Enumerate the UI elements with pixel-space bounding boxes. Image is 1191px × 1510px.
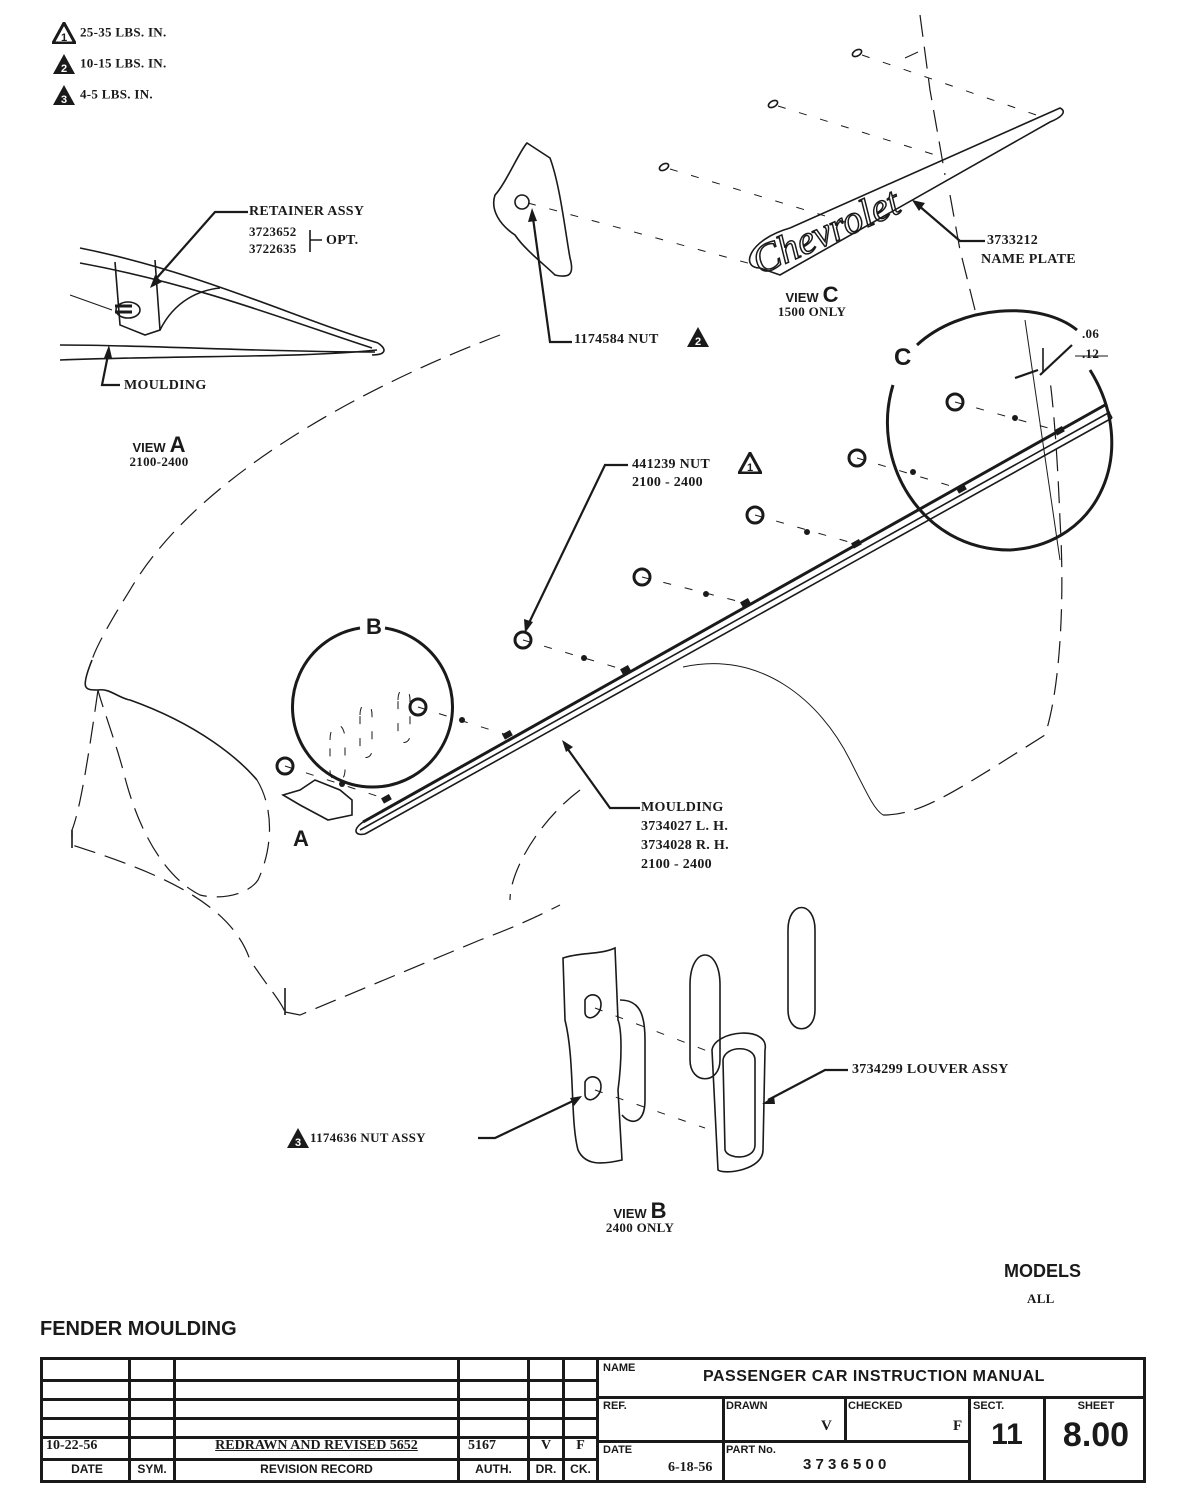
dimension-top: .06 (1082, 326, 1100, 341)
svg-text:3: 3 (295, 1137, 301, 1149)
retainer-assy-label: RETAINER ASSY (249, 204, 365, 219)
sect-label: SECT. (973, 1400, 1005, 1412)
moulding-lh-part: 3734027 L. H. (641, 819, 729, 834)
nut-441239-label: 441239 NUT (632, 457, 711, 472)
view-c-title: VIEW (785, 290, 819, 305)
view-c-caption: VIEW C 1500 ONLY (762, 282, 862, 320)
view-c-letter: C (822, 282, 839, 307)
nut-assy-1174636-label: 1174636 NUT ASSY (310, 1130, 426, 1145)
svg-text:1: 1 (61, 32, 67, 44)
models-value: ALL (1027, 1291, 1055, 1306)
retainer-part-2: 3722635 (249, 241, 297, 256)
sheet-label: SHEET (1077, 1400, 1115, 1412)
view-b-models: 2400 ONLY (605, 1220, 675, 1235)
torque-triangle-3-icon: 3 (287, 1128, 309, 1149)
header-ck: CK. (570, 1462, 591, 1476)
chevrolet-script: Chevrolet (745, 178, 907, 283)
view-b-letter: B (650, 1198, 667, 1223)
legend-text: 4-5 LBS. IN. (80, 86, 153, 102)
legend-item: 3 4-5 LBS. IN. (52, 84, 167, 115)
svg-text:2: 2 (695, 336, 701, 348)
title-block: 10-22-56 REDRAWN AND REVISED 5652 5167 V… (40, 1357, 1146, 1483)
moulding-rh-part: 3734028 R. H. (641, 838, 729, 853)
torque-triangle-3-icon: 3 (53, 85, 75, 106)
drawn-label: DRAWN (726, 1400, 768, 1412)
torque-triangle-1-icon: 1 (738, 452, 762, 474)
svg-text:2: 2 (61, 63, 67, 75)
legend-text: 10-15 LBS. IN. (80, 55, 167, 71)
view-b-louver (478, 906, 848, 1173)
detail-circle-c (885, 309, 1114, 561)
checked-value: F (953, 1418, 963, 1434)
ref-label: REF. (603, 1400, 627, 1412)
retainer-opt-label: OPT. (326, 233, 359, 248)
date-label: DATE (603, 1444, 633, 1456)
view-b-caption: VIEW B 2400 ONLY (590, 1198, 690, 1236)
view-a-detail (59, 210, 385, 387)
sect-value: 11 (991, 1418, 1023, 1451)
sheet-title: FENDER MOULDING (40, 1318, 237, 1340)
revision-dr: V (540, 1438, 552, 1453)
nameplate-part-number: 3733212 (987, 233, 1039, 248)
models-heading: MODELS (1004, 1261, 1082, 1281)
revision-ck: F (576, 1438, 585, 1453)
name-value: PASSENGER CAR INSTRUCTION MANUAL (703, 1368, 1045, 1385)
revision-record: REDRAWN AND REVISED 5652 (215, 1438, 418, 1453)
detail-c-letter: C (894, 344, 912, 371)
revision-date: 10-22-56 (46, 1438, 98, 1453)
moulding-models: 2100 - 2400 (641, 857, 712, 872)
moulding-strip (355, 403, 1113, 836)
drawn-value: V (821, 1418, 832, 1434)
header-date: DATE (71, 1462, 103, 1476)
svg-text:3: 3 (61, 94, 67, 106)
fender-outline (71, 14, 1063, 1016)
retainer-part-1: 3723652 (249, 224, 297, 239)
torque-triangle-2-icon: 2 (687, 327, 709, 348)
header-revision-record: REVISION RECORD (260, 1462, 373, 1476)
louver-assy-label: 3734299 LOUVER ASSY (852, 1062, 1009, 1077)
torque-legend: 1 25-35 LBS. IN. 2 10-15 LBS. IN. 3 4-5 … (52, 22, 167, 115)
torque-triangle-1-icon: 1 (52, 22, 76, 44)
moulding-nuts (275, 392, 1060, 810)
part-number-label: PART No. (726, 1444, 776, 1456)
legend-item: 2 10-15 LBS. IN. (52, 53, 167, 84)
view-a-models: 2100-2400 (129, 454, 189, 469)
view-c-models: 1500 ONLY (777, 304, 847, 319)
revision-auth: 5167 (468, 1438, 496, 1453)
name-label: NAME (603, 1362, 636, 1374)
view-b-title: VIEW (613, 1206, 647, 1221)
sheet-value: 8.00 (1062, 1416, 1130, 1454)
view-a-letter: A (169, 432, 186, 457)
checked-label: CHECKED (848, 1400, 903, 1412)
view-a-title: VIEW (132, 440, 166, 455)
header-sym: SYM. (137, 1462, 167, 1476)
legend-item: 1 25-35 LBS. IN. (52, 22, 167, 53)
nut-441239-models: 2100 - 2400 (632, 475, 703, 490)
part-number-value: 3 7 3 6 5 0 0 (803, 1456, 887, 1473)
nameplate-label: NAME PLATE (981, 252, 1076, 267)
view-a-moulding-label: MOULDING (124, 378, 207, 393)
detail-b-letter: B (364, 614, 384, 640)
nut-1174584-label: 1174584 NUT (574, 332, 659, 347)
date-value: 6-18-56 (668, 1460, 713, 1475)
legend-text: 25-35 LBS. IN. (80, 24, 167, 40)
svg-text:1: 1 (747, 462, 753, 474)
torque-triangle-2-icon: 2 (53, 54, 75, 75)
view-a-caption: VIEW A 2100-2400 (118, 432, 200, 470)
dimension-bottom: .12 (1082, 346, 1100, 361)
header-dr: DR. (535, 1462, 557, 1476)
header-auth: AUTH. (475, 1462, 512, 1476)
arrow-a-letter: A (293, 826, 309, 851)
detail-circle-b (281, 626, 454, 821)
main-moulding-label: MOULDING (641, 800, 724, 815)
